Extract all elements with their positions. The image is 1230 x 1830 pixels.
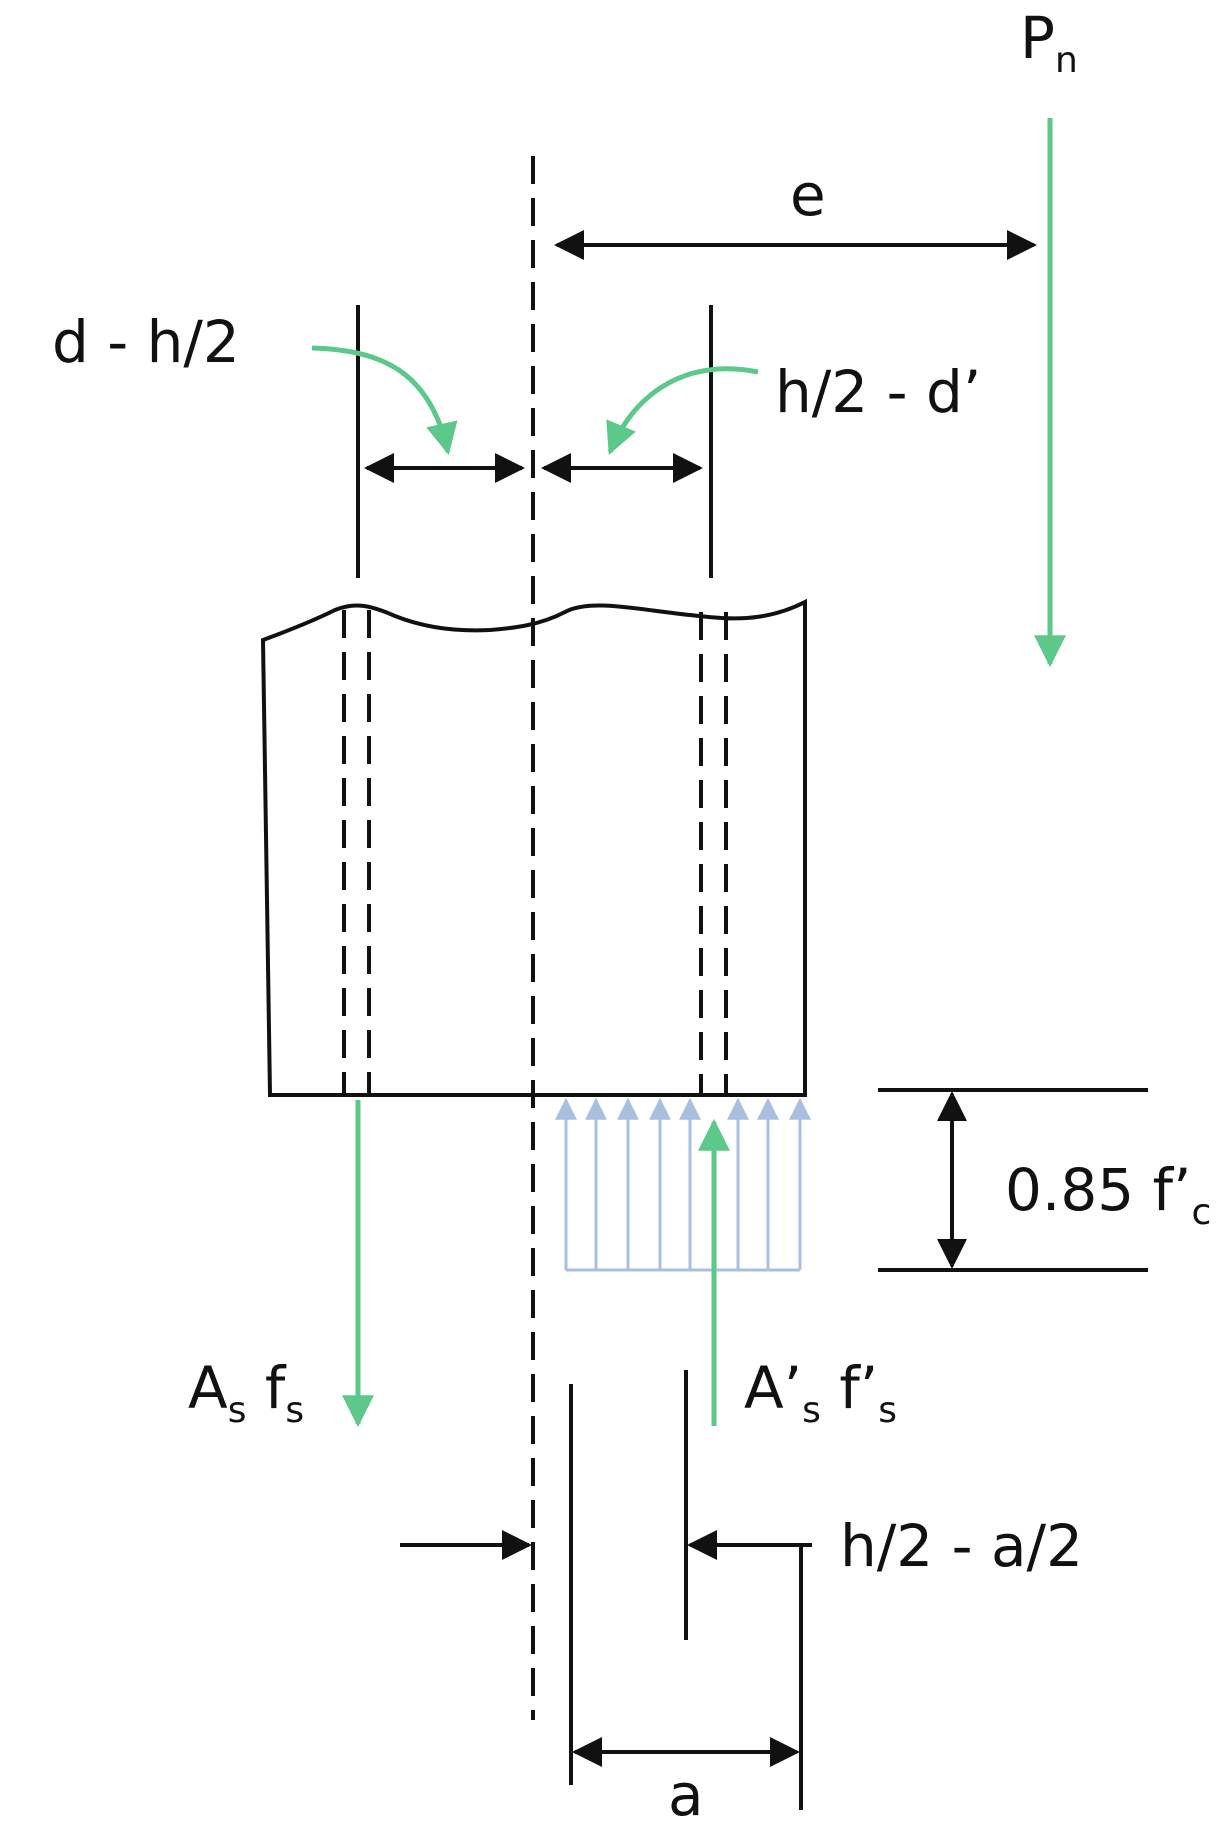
d-minus-h2-leader-arrow [311,345,458,456]
h2-minus-dprime-label: h/2 - d’ [775,358,981,426]
h2-minus-dprime-leader-arrow [606,366,759,455]
fc-label: 0.85 f’c [1005,1156,1211,1233]
aprime-s-fprime-s-label: A’s f’s [744,1354,897,1431]
concrete-stress-block [555,1097,811,1272]
h2-minus-a2-label: h/2 - a/2 [840,1512,1083,1580]
column-section-outline [260,598,807,1097]
pn-label: Pn [1020,4,1078,81]
d-minus-h2-label: d - h/2 [52,308,240,376]
a-label: a [668,1761,704,1829]
as-fs-label: As fs [188,1354,304,1431]
e-label: e [790,161,826,229]
